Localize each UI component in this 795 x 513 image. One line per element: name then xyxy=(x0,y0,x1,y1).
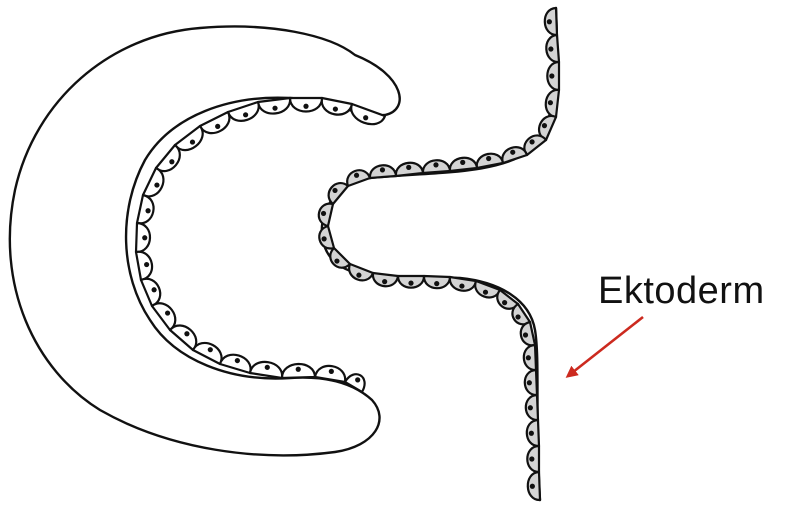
cell-nucleus xyxy=(515,314,520,319)
inner-cell xyxy=(175,126,203,150)
cell-nucleus xyxy=(235,358,240,363)
label-arrow xyxy=(568,317,643,376)
cell-nucleus xyxy=(151,287,156,292)
cell-nucleus xyxy=(380,167,385,172)
cell-nucleus xyxy=(542,123,547,128)
cell-nucleus xyxy=(548,46,553,51)
inner-cell xyxy=(137,195,154,223)
cell-nucleus xyxy=(142,235,147,240)
cell-nucleus xyxy=(408,281,413,286)
cell-nucleus xyxy=(460,160,465,165)
ektoderm-label: Ektoderm xyxy=(598,270,765,313)
cell-nucleus xyxy=(356,273,361,278)
cell-nucleus xyxy=(526,355,531,360)
cell-nucleus xyxy=(523,332,528,337)
cell-nucleus xyxy=(529,139,534,144)
cell-nucleus xyxy=(549,73,554,78)
cell-nucleus xyxy=(208,347,213,352)
cell-nucleus xyxy=(154,182,159,187)
ectoderm-cell xyxy=(347,170,370,186)
cell-nucleus xyxy=(363,115,368,120)
cell-nucleus xyxy=(215,124,220,129)
cell-nucleus xyxy=(548,100,553,105)
ectoderm-cell xyxy=(349,264,373,280)
cell-nucleus xyxy=(334,258,339,263)
ectoderm-cell xyxy=(330,248,350,268)
inner-cell xyxy=(136,252,152,280)
cell-nucleus xyxy=(434,281,439,286)
inner-cell xyxy=(200,112,229,133)
ectoderm-cell xyxy=(319,226,334,249)
cell-nucleus xyxy=(502,300,507,305)
cell-nucleus xyxy=(169,159,174,164)
cell-nucleus xyxy=(406,165,411,170)
cell-nucleus xyxy=(322,236,327,241)
cell-nucleus xyxy=(527,380,532,385)
inner-cell xyxy=(220,355,251,373)
cell-nucleus xyxy=(332,188,337,193)
inner-cell xyxy=(250,362,282,378)
cell-nucleus xyxy=(354,173,359,178)
cell-nucleus xyxy=(529,431,534,436)
cell-nucleus xyxy=(355,377,360,382)
cell-nucleus xyxy=(144,262,149,267)
inner-cell xyxy=(228,102,259,121)
ectoderm-cell xyxy=(329,183,348,204)
cell-nucleus xyxy=(265,365,270,370)
ectoderm-cell xyxy=(512,304,530,324)
cell-nucleus xyxy=(382,279,387,284)
c-shaped-structure xyxy=(10,27,400,456)
cell-nucleus xyxy=(333,106,338,111)
ectoderm-cell xyxy=(524,135,546,155)
cell-nucleus xyxy=(190,139,195,144)
cell-nucleus xyxy=(165,310,170,315)
cell-nucleus xyxy=(303,104,308,109)
ectoderm-cell xyxy=(319,204,333,226)
cell-nucleus xyxy=(243,112,248,117)
inner-cell xyxy=(141,279,160,306)
cell-nucleus xyxy=(528,405,533,410)
cell-nucleus xyxy=(321,211,326,216)
cell-nucleus xyxy=(529,456,534,461)
ectoderm-cell xyxy=(477,154,503,168)
cell-nucleus xyxy=(296,367,301,372)
ectoderm-cell xyxy=(502,147,527,163)
cell-nucleus xyxy=(530,484,535,489)
cell-nucleus xyxy=(483,290,488,295)
inner-cell xyxy=(156,145,180,171)
cell-nucleus xyxy=(433,162,438,167)
cell-nucleus xyxy=(329,369,334,374)
inner-cell xyxy=(143,168,163,196)
cell-nucleus xyxy=(184,331,189,336)
cell-nucleus xyxy=(486,156,491,161)
cell-nucleus xyxy=(547,19,552,24)
cell-nucleus xyxy=(272,106,277,111)
cell-nucleus xyxy=(459,283,464,288)
cell-nucleus xyxy=(145,208,150,213)
cell-nucleus xyxy=(510,150,515,155)
